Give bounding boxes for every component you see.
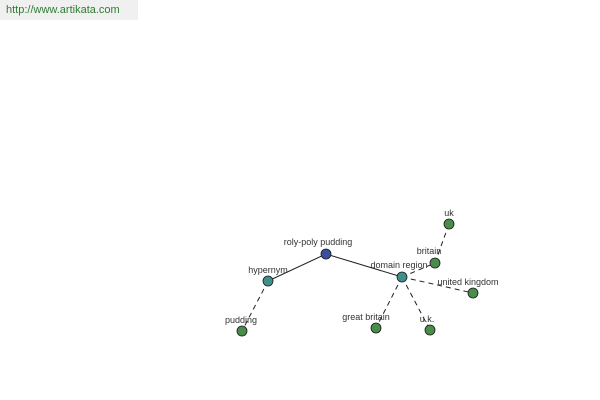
node-dot[interactable] bbox=[429, 257, 441, 269]
node-britain[interactable]: britain bbox=[417, 246, 442, 269]
node-hypernym[interactable]: hypernym bbox=[248, 265, 288, 287]
node-dot[interactable] bbox=[467, 287, 479, 299]
edge-hypernym-pudding bbox=[241, 280, 269, 332]
node-label: u.k. bbox=[420, 314, 435, 324]
node-dot[interactable] bbox=[443, 218, 455, 230]
node-label: pudding bbox=[225, 315, 257, 325]
node-u-k[interactable]: u.k. bbox=[420, 314, 436, 336]
edge-root-domain bbox=[325, 253, 403, 278]
node-label: britain bbox=[417, 246, 442, 256]
node-dot[interactable] bbox=[236, 325, 248, 337]
node-dot[interactable] bbox=[320, 248, 332, 260]
edge-domain-britain bbox=[401, 262, 436, 278]
node-label: uk bbox=[444, 208, 454, 218]
node-label: great britain bbox=[342, 312, 390, 322]
edge-root-hypernym bbox=[267, 253, 327, 282]
edge-domain-great_britain bbox=[375, 276, 403, 329]
node-dot[interactable] bbox=[396, 271, 408, 283]
edge-britain-uk bbox=[434, 223, 450, 264]
node-dot[interactable] bbox=[262, 275, 274, 287]
edge-domain-u_k bbox=[401, 276, 431, 331]
node-label: roly-poly pudding bbox=[284, 237, 353, 247]
node-uk[interactable]: uk bbox=[443, 208, 455, 230]
node-dot[interactable] bbox=[370, 322, 382, 334]
edge-domain-united_kingdom bbox=[401, 276, 474, 294]
node-united-kingdom[interactable]: united kingdom bbox=[437, 277, 499, 299]
node-great-britain[interactable]: great britain bbox=[342, 312, 390, 334]
edges-layer bbox=[241, 223, 474, 332]
node-dot[interactable] bbox=[424, 324, 436, 336]
site-link[interactable]: http://www.artikata.com bbox=[0, 0, 138, 20]
node-label: domain region bbox=[370, 260, 427, 270]
node-label: united kingdom bbox=[437, 277, 498, 287]
nodes-layer: roly-poly pudding hypernym domain region pu… bbox=[225, 208, 499, 337]
node-domain[interactable]: domain region bbox=[370, 260, 428, 283]
node-label: hypernym bbox=[248, 265, 288, 275]
node-pudding[interactable]: pudding bbox=[225, 315, 257, 337]
node-root[interactable]: roly-poly pudding bbox=[284, 237, 353, 260]
